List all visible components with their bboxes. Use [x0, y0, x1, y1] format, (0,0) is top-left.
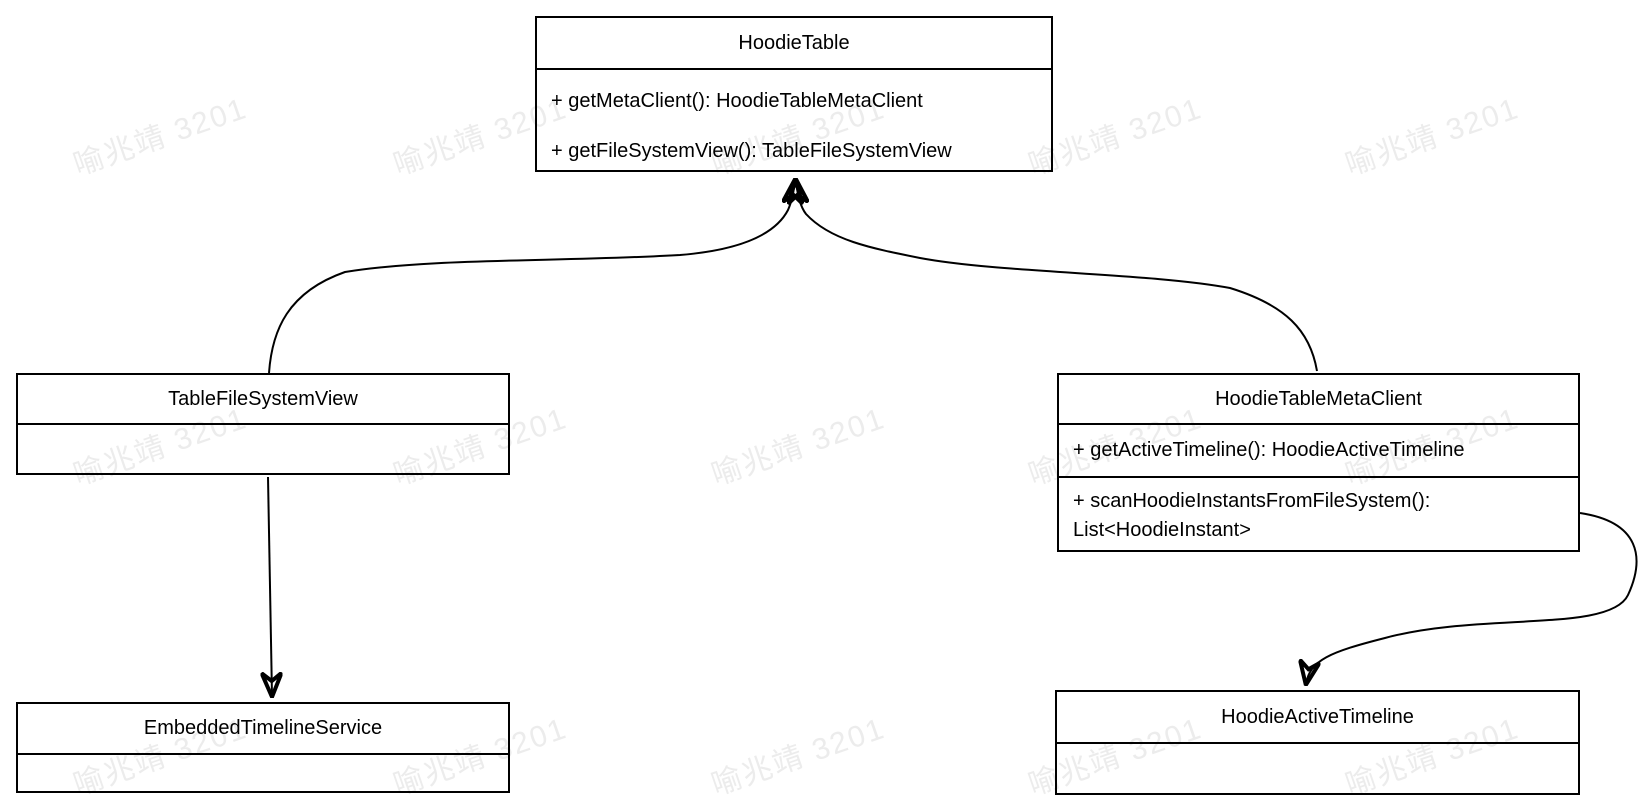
class-node-hoodie-table: HoodieTable + getMetaClient(): HoodieTab… [535, 16, 1053, 172]
empty-compartment [18, 425, 508, 473]
method-scan-hoodie-instants: + scanHoodieInstantsFromFileSystem(): Li… [1073, 490, 1431, 541]
watermark-text: 喻兆靖 3201 [707, 711, 890, 803]
empty-compartment [18, 755, 508, 791]
method-get-meta-client: + getMetaClient(): HoodieTableMetaClient [551, 90, 923, 112]
watermark-text: 喻兆靖 3201 [707, 401, 890, 493]
class-node-table-file-system-view: TableFileSystemView [16, 373, 510, 475]
method-get-file-system-view: + getFileSystemView(): TableFileSystemVi… [551, 140, 952, 162]
class-node-embedded-timeline-service: EmbeddedTimelineService [16, 702, 510, 793]
class-title-hoodie-table-meta-client: HoodieTableMetaClient [1059, 375, 1578, 425]
edge-metaclient-to-hoodietable [796, 180, 1318, 372]
class-title-embedded-timeline-service: EmbeddedTimelineService [18, 704, 508, 755]
class-node-hoodie-active-timeline: HoodieActiveTimeline [1055, 690, 1580, 795]
class-node-hoodie-table-meta-client: HoodieTableMetaClient + getActiveTimelin… [1057, 373, 1580, 552]
watermark-text: 喻兆靖 3201 [69, 91, 252, 183]
watermark-text: 喻兆靖 3201 [1341, 91, 1524, 183]
method-get-active-timeline: + getActiveTimeline(): HoodieActiveTimel… [1059, 425, 1578, 478]
class-title-hoodie-active-timeline: HoodieActiveTimeline [1057, 692, 1578, 744]
class-title-table-file-system-view: TableFileSystemView [18, 375, 508, 425]
edge-tablefilesystemview-to-embeddedtimelineservice [268, 476, 272, 696]
empty-compartment [1057, 744, 1578, 793]
class-title-hoodie-table: HoodieTable [537, 18, 1051, 70]
edge-tablefilesystemview-to-hoodietable [268, 180, 795, 374]
